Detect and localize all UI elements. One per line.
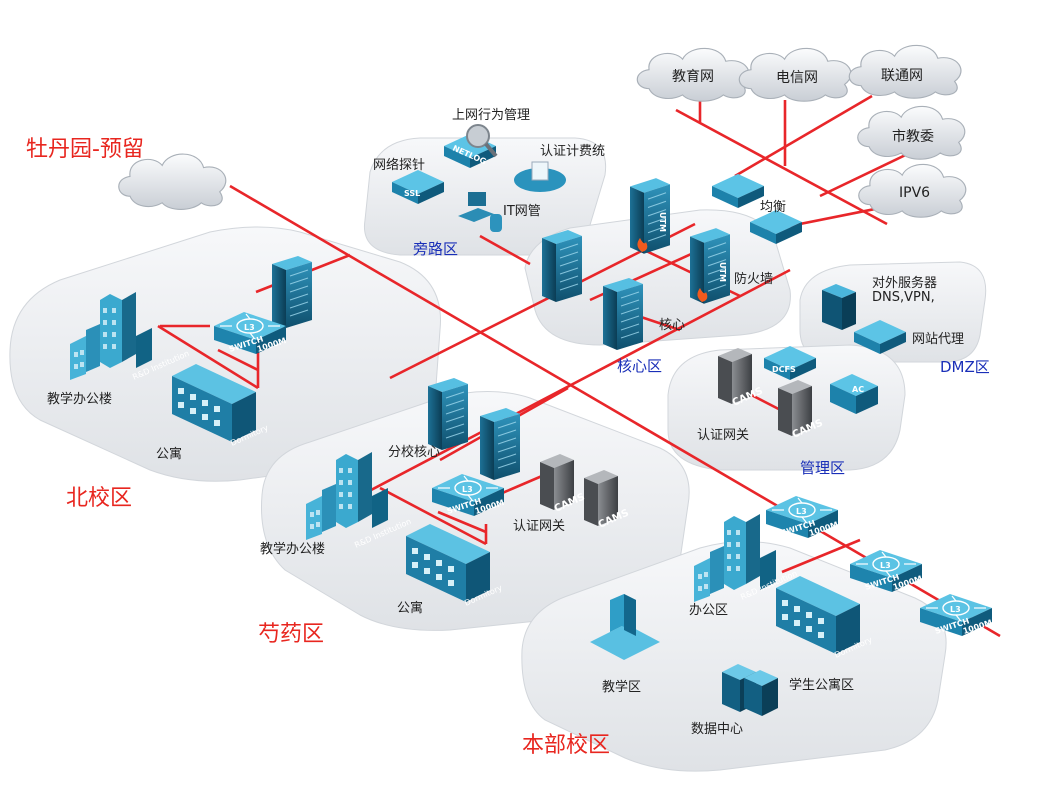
shaoyao-dorm-label: 公寓 [397, 601, 424, 616]
core-router-left [541, 229, 583, 303]
billing-device [514, 161, 566, 192]
isp-city-label: 市教委 [892, 129, 934, 145]
zone-mgmt-label: 管理区 [800, 459, 846, 477]
l3-main-3: L3 [950, 605, 961, 614]
utm-text-2: UTM [718, 262, 727, 282]
branch-core-label: 分校核心 [388, 445, 441, 460]
region-main-label: 本部校区 [522, 733, 611, 758]
main-teaching-building [590, 594, 660, 660]
isp-unicom-label: 联通网 [881, 68, 923, 84]
network-links [157, 94, 1001, 638]
shaoyao-office-label: 教学办公楼 [260, 542, 326, 557]
isp-ipv6-label: IPV6 [899, 185, 931, 201]
ac-text: AC [852, 385, 864, 394]
fire-icon [637, 238, 708, 302]
main-office-label: 办公区 [689, 603, 729, 618]
netlog-device [444, 124, 498, 168]
dmz-servers-label-1: 对外服务器 [872, 276, 938, 291]
main-dorm-label: 学生公寓区 [789, 678, 855, 693]
dmz-server [822, 284, 856, 330]
north-distribution-server [271, 255, 313, 329]
ac-controller [830, 374, 878, 414]
l3-main-1: L3 [796, 507, 807, 516]
zone-core-label: 核心区 [617, 357, 663, 375]
l3-north: L3 [244, 323, 255, 332]
main-teaching-label: 教学区 [602, 680, 642, 695]
utm-text-1: UTM [658, 212, 667, 232]
isp-edu-label: 教育网 [672, 69, 714, 85]
dmz-servers-label-2: DNS,VPN, [872, 290, 935, 305]
it-mgmt-label: IT网管 [503, 204, 541, 219]
region-mudanyuan-label: 牡丹园-预留 [26, 137, 144, 162]
behavior-mgmt-label: 上网行为管理 [452, 108, 531, 123]
l3-main-2: L3 [880, 561, 891, 570]
shaoyao-gateway-label: 认证网关 [513, 519, 566, 534]
balancer-label: 均衡 [760, 200, 787, 215]
billing-label: 认证计费统 [540, 144, 606, 159]
north-dorm-label: 公寓 [156, 447, 183, 462]
branch-core-server-1 [427, 377, 469, 451]
ssl-text: SSL [404, 189, 420, 198]
l3-shaoyao: L3 [462, 485, 473, 494]
zone-dmz-label: DMZ区 [940, 358, 990, 376]
load-balancer-1 [712, 174, 764, 208]
branch-core-server-2 [479, 407, 521, 481]
dcfs-text: DCFS [772, 365, 796, 374]
it-mgmt-workstation [458, 192, 502, 232]
main-dc-label: 数据中心 [691, 722, 744, 737]
north-office-label: 教学办公楼 [47, 392, 113, 407]
region-shaoyao-label: 芍药区 [258, 622, 325, 647]
firewall-label: 防火墙 [734, 272, 774, 287]
data-center [722, 664, 778, 716]
isp-telecom-label: 电信网 [776, 70, 818, 86]
mgmt-gateway-label: 认证网关 [697, 428, 750, 443]
region-north-label: 北校区 [66, 486, 133, 511]
zone-bypass-label: 旁路区 [413, 240, 459, 258]
core-switch [602, 277, 644, 351]
core-switch-label: 核心 [659, 318, 686, 333]
web-proxy-label: 网站代理 [912, 332, 965, 347]
probe-label: 网络探针 [373, 158, 426, 173]
